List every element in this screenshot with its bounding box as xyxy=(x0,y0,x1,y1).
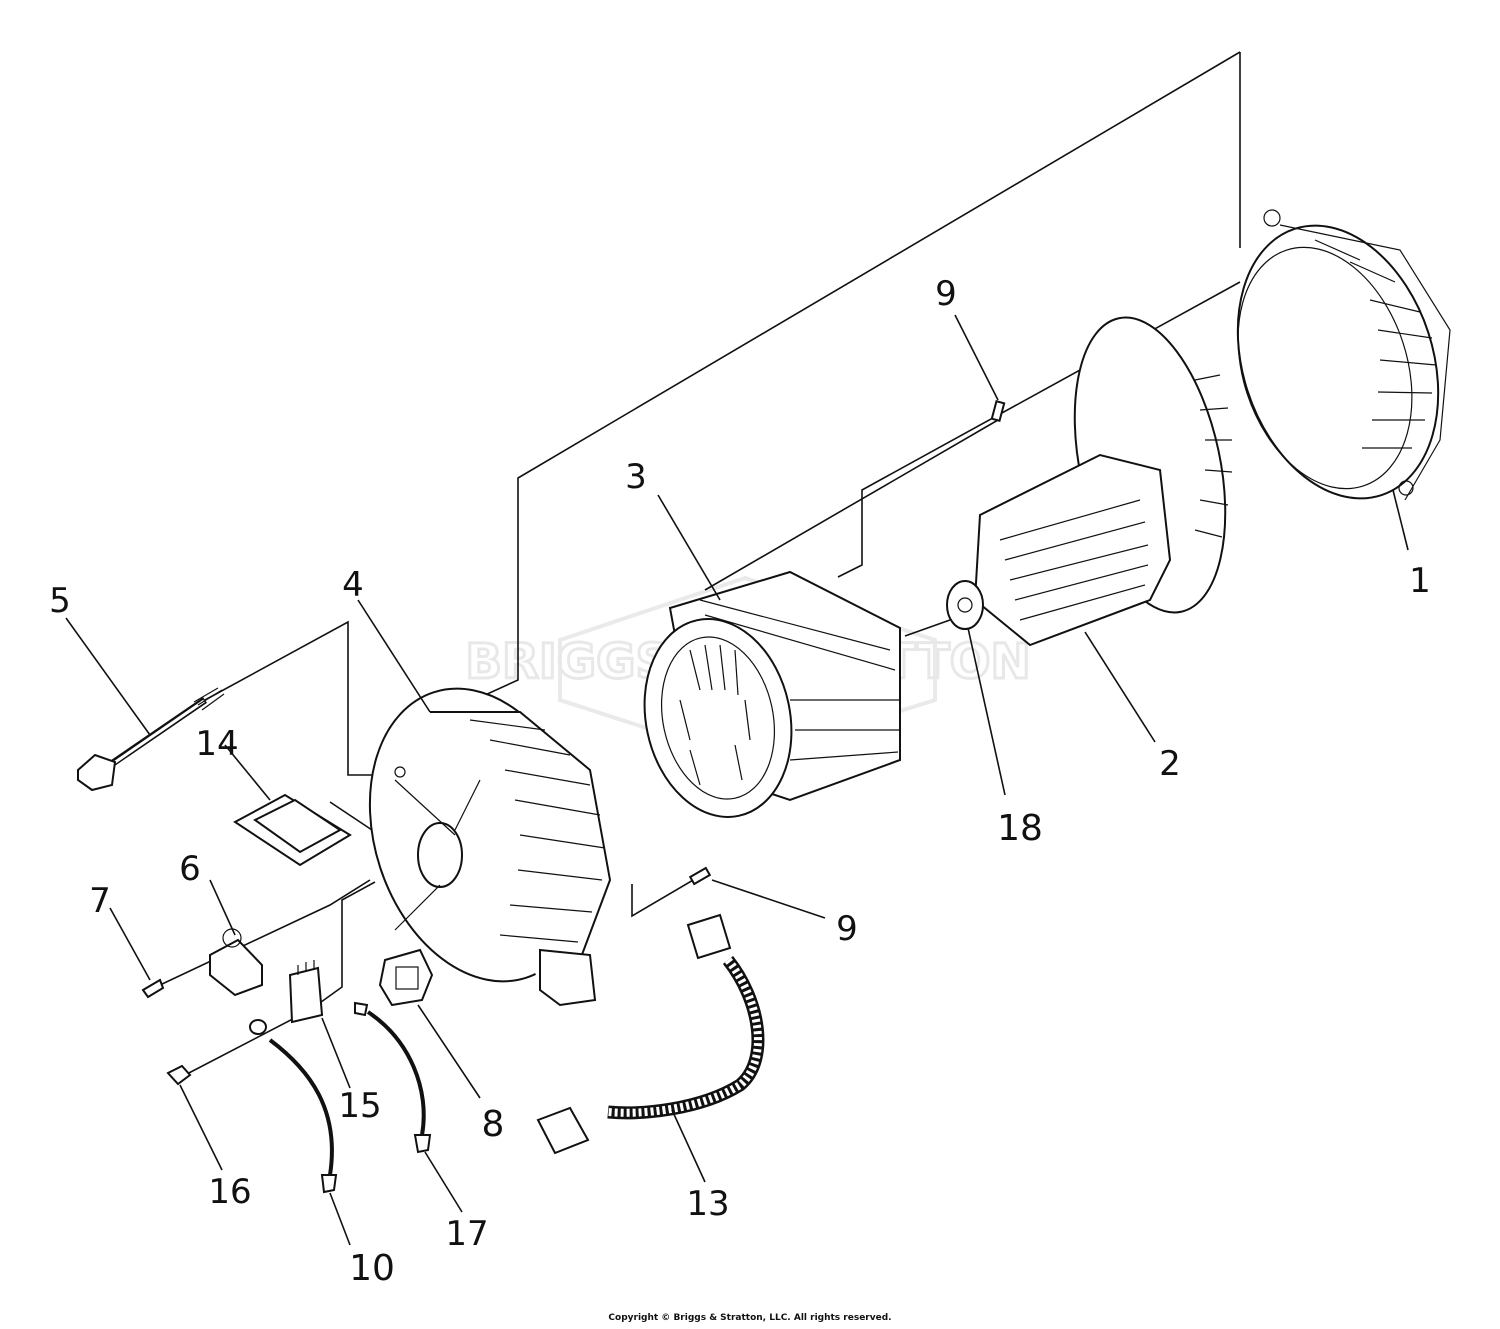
part-rotor xyxy=(946,316,1233,647)
part-through-bolt xyxy=(77,687,225,792)
callout-16: 16 xyxy=(208,1172,251,1212)
part-terminal-block xyxy=(288,960,324,1024)
callout-8: 8 xyxy=(482,1104,505,1145)
part-bolt-16 xyxy=(166,1064,192,1086)
callout-9-bottom: 9 xyxy=(836,909,858,949)
callout-1: 1 xyxy=(1409,561,1431,601)
part-end-housing xyxy=(1236,209,1451,501)
callout-10: 10 xyxy=(349,1248,395,1289)
callout-17: 17 xyxy=(445,1214,488,1254)
callout-15: 15 xyxy=(338,1086,381,1126)
part-ground-wire xyxy=(249,1019,338,1194)
part-brush-holder xyxy=(209,928,263,997)
leader-lines xyxy=(65,314,1409,1246)
part-wire-17 xyxy=(354,1001,432,1154)
part-front-housing xyxy=(368,687,612,1007)
callout-2: 2 xyxy=(1159,744,1181,784)
callout-6: 6 xyxy=(179,849,201,889)
part-wire-harness xyxy=(536,913,765,1155)
part-screw-7 xyxy=(141,978,165,999)
part-diode xyxy=(378,948,434,1007)
part-dowel-pins xyxy=(688,400,1006,886)
part-stator xyxy=(643,570,901,818)
callout-labels: 1 2 3 4 5 6 7 8 9 9 10 13 14 15 16 17 18 xyxy=(49,274,1431,1289)
callout-4: 4 xyxy=(342,565,364,605)
callout-14: 14 xyxy=(195,724,238,764)
copyright-notice: Copyright © Briggs & Stratton, LLC. All … xyxy=(608,1313,892,1323)
callout-5: 5 xyxy=(49,581,71,621)
part-control-module xyxy=(233,793,352,867)
callout-9-top: 9 xyxy=(935,274,957,314)
callout-3: 3 xyxy=(625,457,647,497)
callout-18: 18 xyxy=(997,808,1043,849)
callout-13: 13 xyxy=(686,1184,729,1224)
callout-7: 7 xyxy=(89,881,111,921)
